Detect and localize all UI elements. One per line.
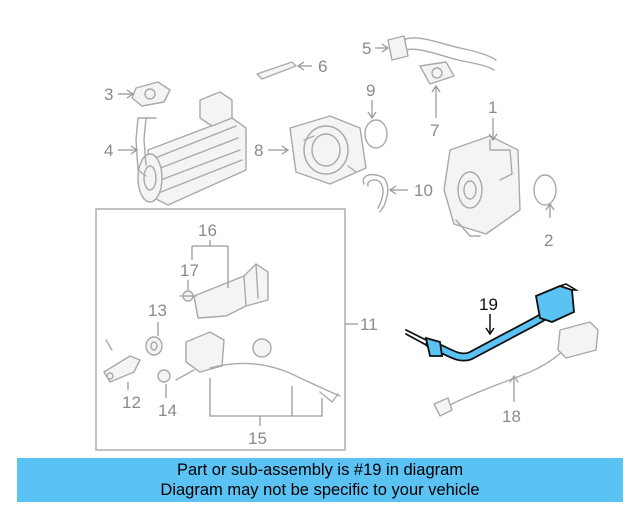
callout-14: 14	[158, 401, 177, 420]
part-8-throttle	[289, 115, 367, 185]
part-9-oring	[364, 119, 388, 149]
callout-11: 11	[360, 315, 378, 334]
callout-8: 8	[254, 141, 263, 160]
callout-15: 15	[248, 429, 267, 448]
banner-line-2: Diagram may not be specific to your vehi…	[160, 481, 480, 499]
callout-3: 3	[104, 85, 113, 104]
callout-1: 1	[488, 98, 497, 117]
callout-5: 5	[362, 39, 371, 58]
part-3-gasket	[131, 81, 171, 107]
callout-4: 4	[104, 141, 113, 160]
part-14-nut	[157, 369, 171, 383]
callout-12: 12	[122, 393, 141, 412]
callout-2: 2	[544, 231, 553, 250]
part-12-bracket	[103, 339, 141, 383]
part-13-grommet	[145, 336, 163, 356]
parts-diagram: 1 2 3 4 5 6 7 8 9 10 11 12 13 14 15 16 1…	[95, 35, 599, 451]
part-1-egr-valve	[443, 135, 521, 237]
part-15-sensor-harness	[175, 331, 341, 403]
part-11-subassembly-box	[95, 208, 358, 451]
part-5-pipe	[387, 35, 497, 71]
callout-19: 19	[479, 295, 498, 314]
part-6-bracket	[256, 61, 297, 80]
part-7-gasket	[419, 61, 455, 85]
part-2-oring	[533, 174, 557, 206]
part-4-egr-cooler	[135, 91, 247, 206]
callout-9: 9	[366, 81, 375, 100]
callout-7: 7	[430, 121, 439, 140]
part-17-bolt	[179, 290, 197, 302]
callout-16: 16	[198, 221, 217, 240]
banner-line-1: Part or sub-assembly is #19 in diagram	[176, 461, 464, 479]
part-18-sensor	[433, 321, 599, 417]
callout-13: 13	[148, 301, 167, 320]
info-banner: Part or sub-assembly is #19 in diagram D…	[17, 458, 623, 502]
leader-lines	[118, 43, 555, 426]
callout-labels: 1 2 3 4 5 6 7 8 9 10 11 12 13 14 15 16 1…	[104, 39, 553, 448]
callout-6: 6	[318, 57, 327, 76]
callout-10: 10	[414, 181, 433, 200]
callout-17: 17	[180, 261, 199, 280]
part-10-clip	[362, 173, 389, 213]
part-16-bracket	[193, 263, 269, 319]
part-19-highlighted-sensor	[405, 283, 579, 362]
callout-18: 18	[502, 407, 521, 426]
